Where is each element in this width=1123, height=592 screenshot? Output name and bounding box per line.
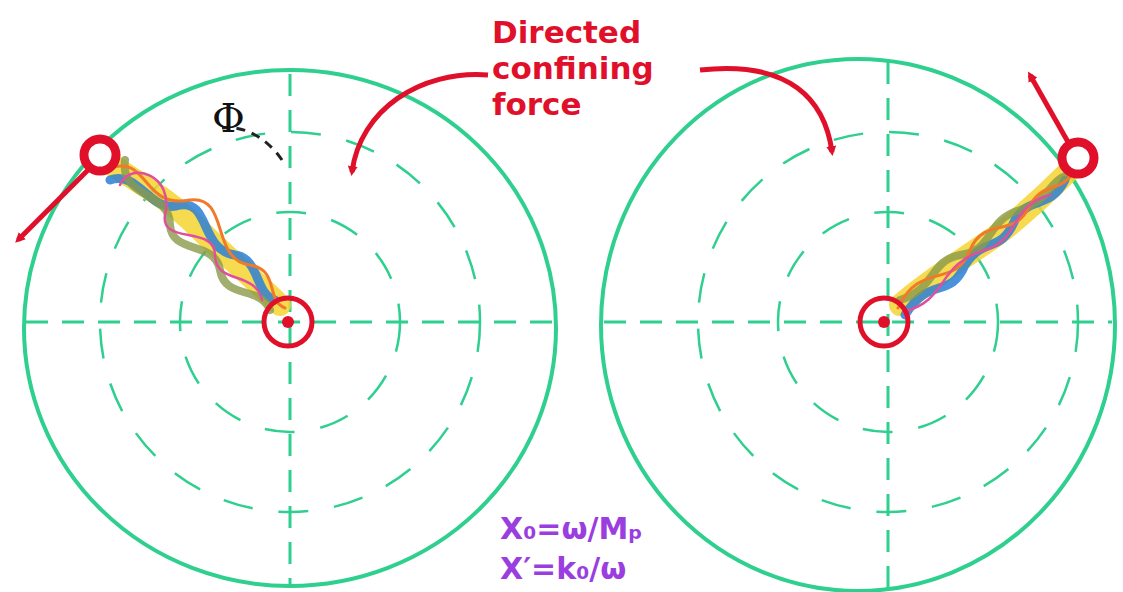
right-flux-tube <box>898 170 1075 315</box>
formula-text: X′=k₀/ω <box>500 552 626 586</box>
left-flux-tube <box>105 160 285 310</box>
callout-note: Directed confining force <box>492 14 682 122</box>
formula-text: X₀=ω/Mₚ <box>500 512 643 546</box>
angle-symbol: Φ <box>212 96 245 140</box>
right-region <box>601 59 1115 591</box>
left-region <box>24 70 556 586</box>
